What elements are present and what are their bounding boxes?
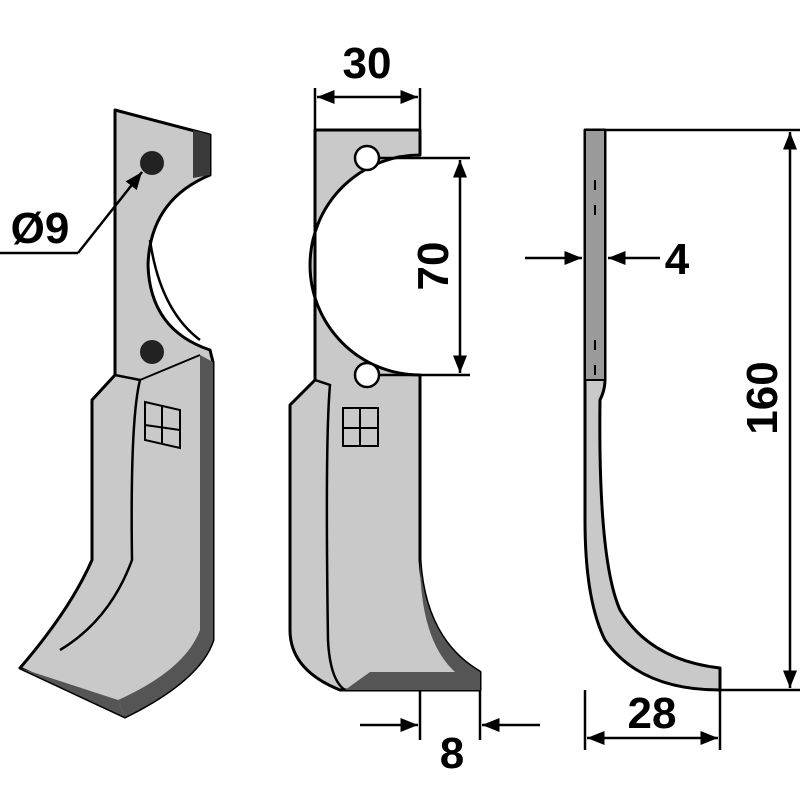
manufacturer-emblem-icon — [342, 407, 379, 447]
height-label: 160 — [738, 361, 787, 434]
mounting-hole-lower — [140, 340, 164, 364]
bottom-width-label: 28 — [628, 689, 677, 738]
mounting-hole-upper — [140, 151, 164, 175]
offset-label: 8 — [440, 729, 464, 778]
hole-diameter-label: Ø9 — [11, 204, 70, 253]
hole-spacing-label: 70 — [409, 242, 458, 291]
manufacturer-emblem-icon — [144, 400, 181, 450]
blade-front-view — [288, 128, 482, 692]
width-top-label: 30 — [343, 39, 392, 88]
mounting-hole-lower — [353, 361, 381, 389]
mounting-hole-upper — [353, 144, 381, 172]
blade-side-view — [583, 128, 722, 692]
dimension-lines — [0, 88, 800, 750]
blade-perspective-view — [18, 108, 215, 719]
thickness-label: 4 — [665, 235, 690, 284]
